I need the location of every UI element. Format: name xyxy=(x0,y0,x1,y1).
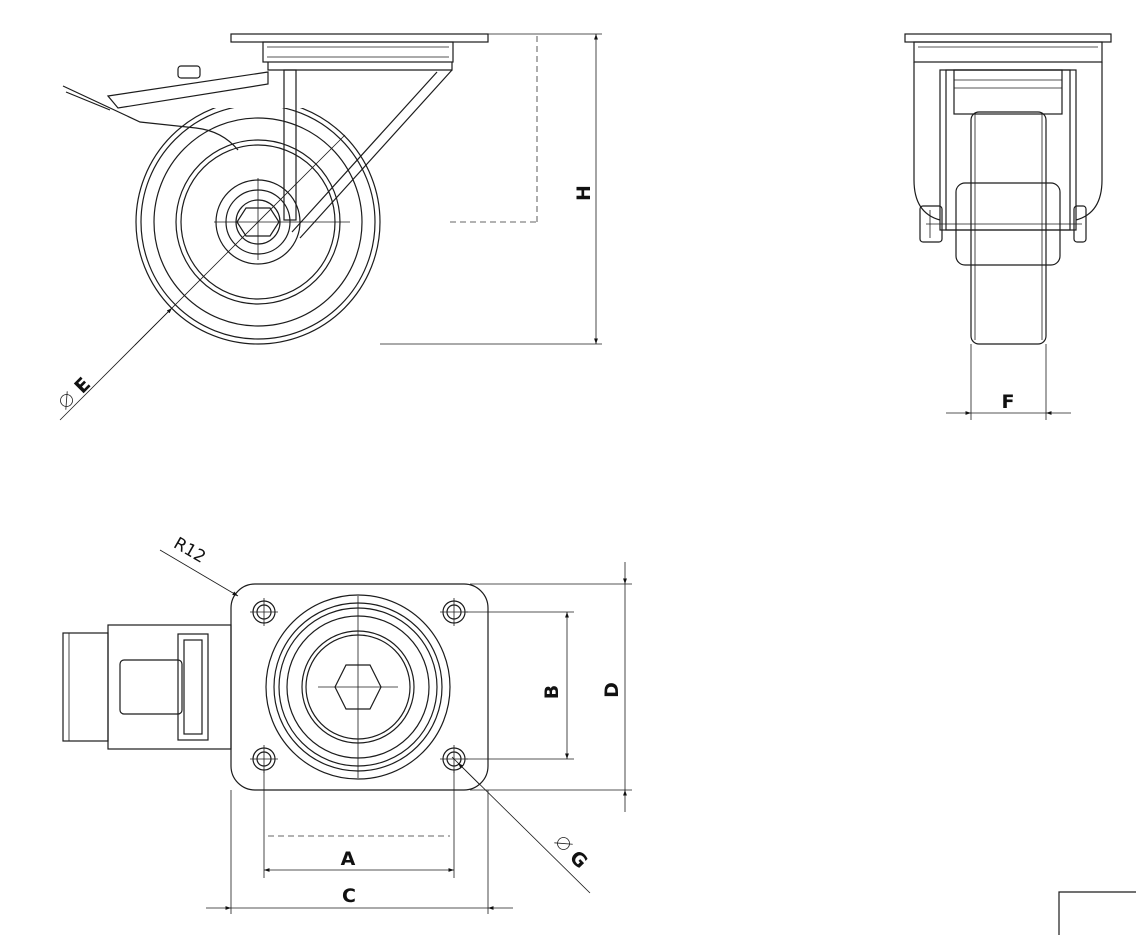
dimension-g-callout: G xyxy=(554,837,592,873)
top-brake-pedal xyxy=(62,632,109,742)
top-view: R12 B D A C G xyxy=(62,534,632,914)
mounting-hole-top-left xyxy=(250,598,278,626)
top-swivel-bearing xyxy=(265,594,451,780)
front-view: F xyxy=(904,33,1112,420)
dimension-r-label: R12 xyxy=(170,534,209,568)
dimension-b-label: B xyxy=(541,685,563,699)
side-view: H E xyxy=(59,33,602,421)
mounting-hole-top-right xyxy=(440,598,468,626)
side-fork-diagonal xyxy=(299,69,453,239)
dimension-e-callout: E xyxy=(60,373,95,410)
front-fork-left xyxy=(913,62,941,221)
front-bearing-block xyxy=(953,69,1063,115)
dimension-r-leader xyxy=(159,549,239,597)
top-brake-block xyxy=(177,633,209,741)
top-brake-housing xyxy=(107,624,232,750)
mounting-hole-bottom-left xyxy=(250,745,278,773)
dimension-e-leader xyxy=(59,134,346,421)
dimension-a-label: A xyxy=(341,848,356,870)
front-top-plate xyxy=(904,33,1112,43)
front-wheel xyxy=(970,111,1047,345)
side-bearing-ring xyxy=(262,41,454,63)
brake-pedal xyxy=(62,85,239,151)
dimension-f-label: F xyxy=(1002,391,1015,413)
title-block-corner xyxy=(1058,891,1136,935)
dimension-h-label: H xyxy=(573,185,595,201)
dimension-g-label: G xyxy=(565,846,592,873)
brake-hinge xyxy=(177,65,201,79)
side-fork-top xyxy=(267,62,453,71)
front-fork-right xyxy=(1075,62,1103,221)
side-top-plate xyxy=(230,33,489,43)
brake-arm xyxy=(106,71,269,109)
dimension-e-label: E xyxy=(70,373,95,398)
dimension-d-label: D xyxy=(601,682,623,698)
dimension-c-label: C xyxy=(342,885,356,907)
